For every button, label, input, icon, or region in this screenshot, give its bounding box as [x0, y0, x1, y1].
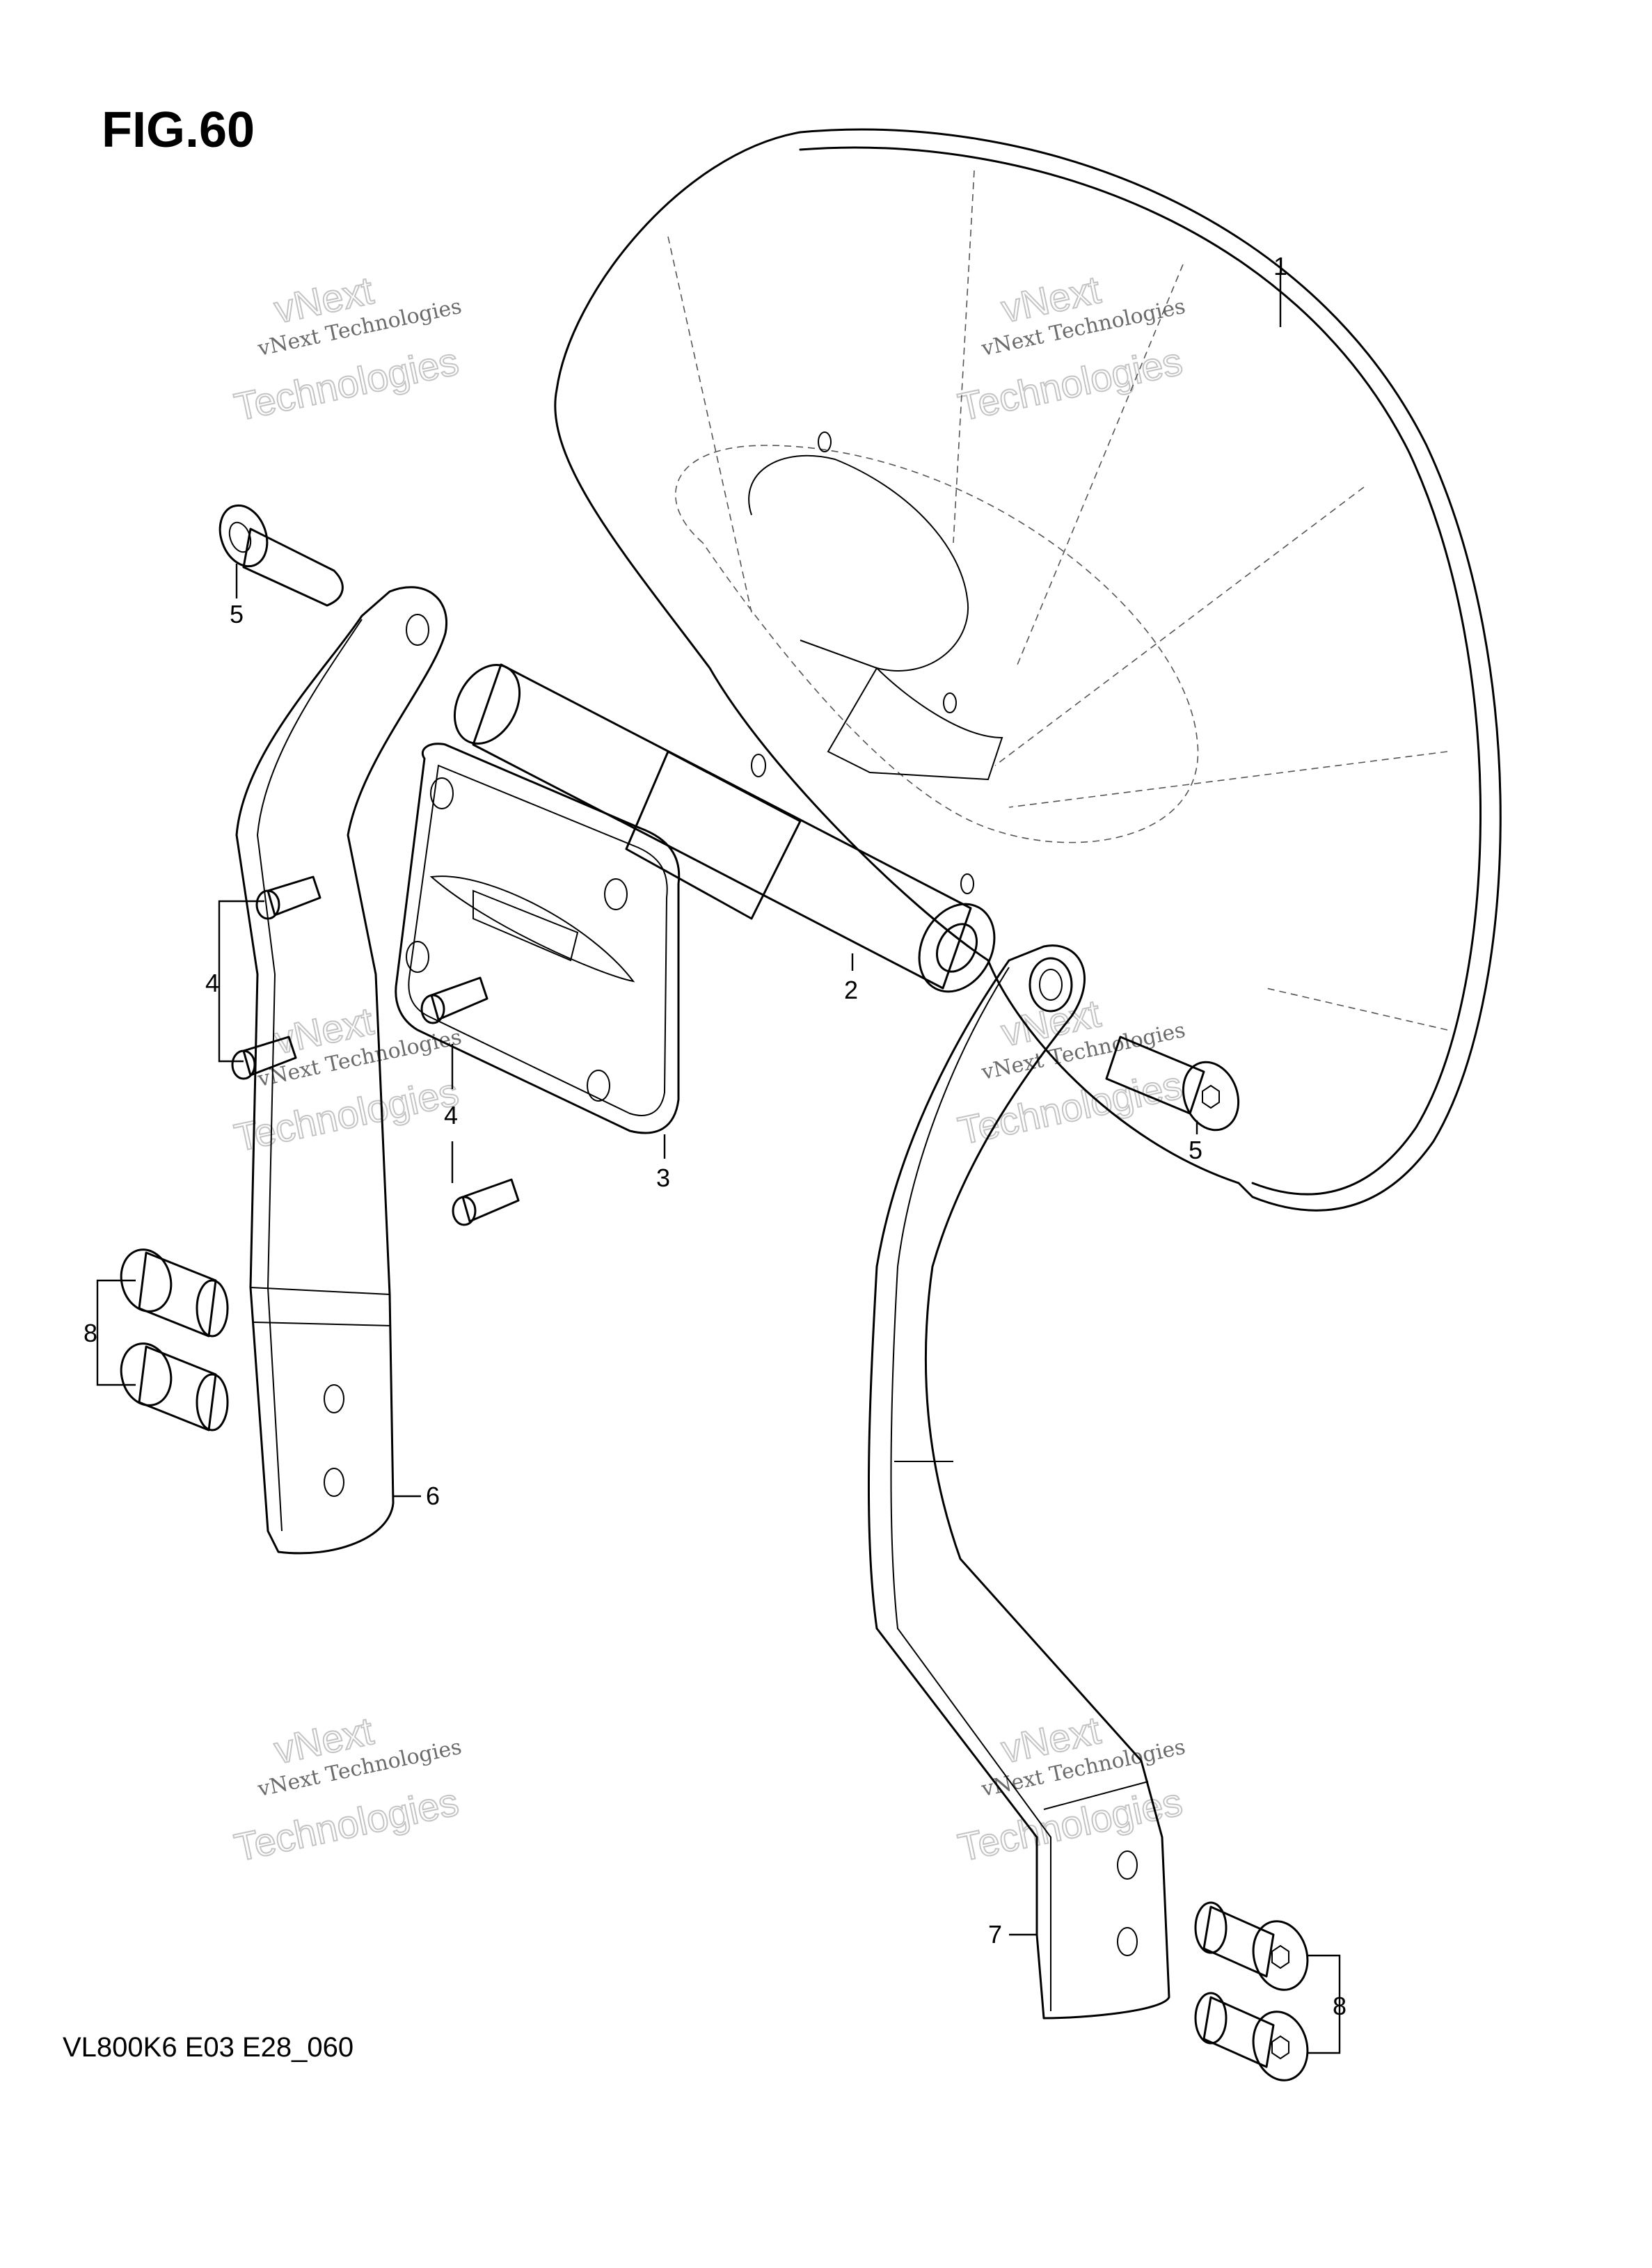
screw-4-plate: [420, 976, 489, 1024]
callout-5-right: 5: [1189, 1136, 1202, 1164]
callout-8-right: 8: [1333, 1992, 1347, 2020]
watermark-group-top-left: vNext vNext Technologies Technologies: [230, 267, 463, 429]
callout-7: 7: [988, 1920, 1002, 1949]
callout-8-left: 8: [84, 1319, 97, 1347]
backrest-pad: [554, 128, 1502, 1212]
figure-title: FIG.60: [102, 102, 255, 158]
callout-4-center: 4: [444, 1101, 458, 1129]
screw-4-bottom: [452, 1178, 520, 1226]
figure-code: VL800K6 E03 E28_060: [63, 2032, 354, 2063]
left-bracket: [235, 586, 447, 1555]
callout-4-left: 4: [205, 969, 219, 997]
bolt-8-left-upper: [120, 1248, 229, 1338]
watermark-group-bottom-right: vNext vNext Technologies Technologies: [953, 1707, 1187, 1870]
bolt-8-left-lower: [120, 1342, 229, 1432]
cross-bar: [453, 663, 996, 993]
callout-3: 3: [656, 1164, 670, 1192]
watermark-group-mid-right: vNext vNext Technologies Technologies: [953, 990, 1187, 1153]
watermark-group-bottom-left: vNext vNext Technologies Technologies: [230, 1708, 463, 1870]
bolt-5-right: [1105, 1036, 1240, 1132]
bolt-5-top: [219, 504, 344, 607]
watermark-group-top-right: vNext vNext Technologies Technologies: [953, 267, 1187, 429]
leader-lines: [96, 271, 1341, 2054]
screw-4-upper: [255, 875, 321, 920]
callout-2: 2: [844, 976, 858, 1004]
bolt-8-right-upper: [1194, 1901, 1309, 1991]
callout-6: 6: [426, 1482, 440, 1510]
callout-5-top: 5: [230, 600, 244, 628]
right-bracket: [867, 944, 1170, 2020]
bolt-8-right-lower: [1194, 1992, 1309, 2081]
screw-4-lower: [231, 1036, 297, 1080]
emblem-plate: [395, 743, 681, 1134]
callout-1: 1: [1273, 252, 1287, 280]
